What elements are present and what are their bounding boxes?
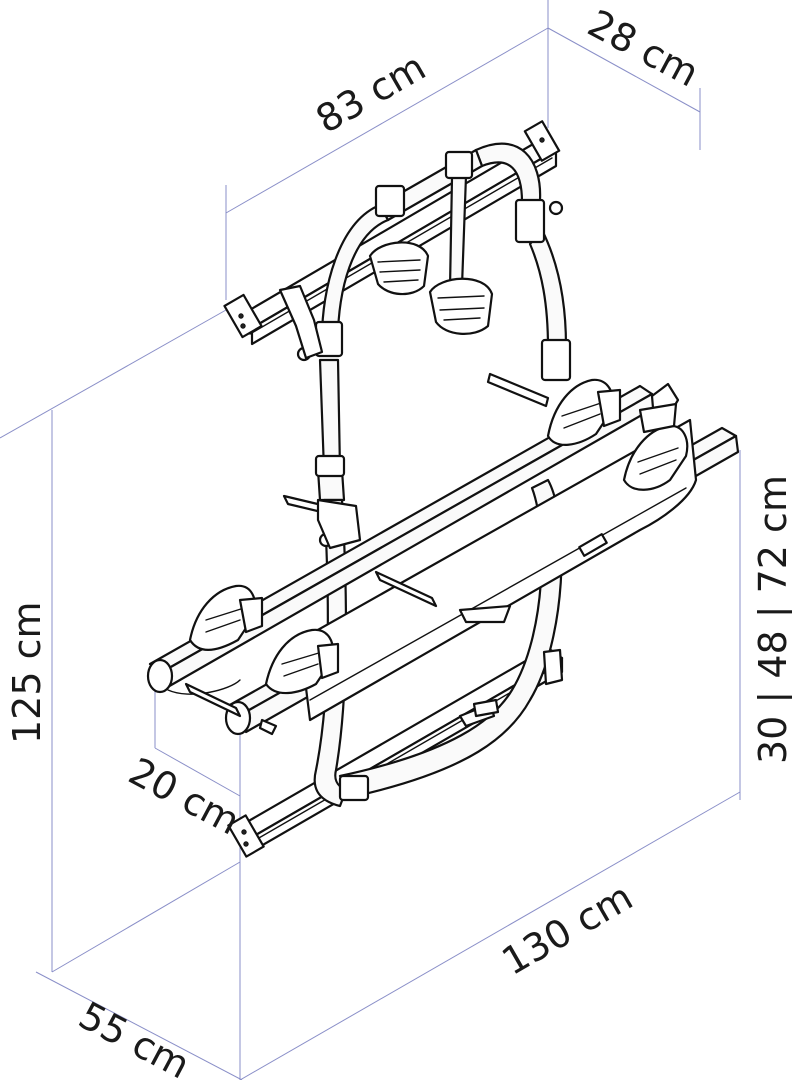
bike-rail-front	[224, 418, 740, 736]
label-width-bottom: 130 cm	[495, 874, 640, 983]
dim-line-top-left-depth	[0, 309, 227, 439]
mounting-feet	[282, 494, 564, 718]
dim-line-bottom-left-depth	[51, 861, 241, 973]
label-rail-depth: 20 cm	[122, 749, 247, 843]
dim-line-20cm	[154, 747, 241, 797]
dimension-lines	[0, 0, 741, 1080]
label-height-total: 125 cm	[5, 601, 49, 744]
wheel-cradle-right-rear	[486, 372, 622, 446]
bike-carrier-drawing	[146, 120, 740, 858]
label-depth-top: 28 cm	[581, 1, 706, 95]
wheel-cradle-right-front	[622, 382, 689, 491]
label-rail-heights: 30 | 48 | 72 cm	[751, 475, 792, 764]
dim-line-55cm	[35, 971, 243, 1080]
folded-wheel-holders	[278, 241, 494, 360]
wheel-cradle-left-front	[264, 628, 340, 695]
rail-cross-members	[184, 570, 512, 736]
dim-line-83cm	[225, 27, 549, 214]
dim-line-28cm	[547, 27, 701, 113]
dim-line-130cm	[239, 791, 741, 1080]
label-width-top: 83 cm	[309, 45, 433, 142]
wheel-cradle-left-rear	[188, 584, 264, 651]
label-depth-bottom: 55 cm	[72, 993, 197, 1080]
